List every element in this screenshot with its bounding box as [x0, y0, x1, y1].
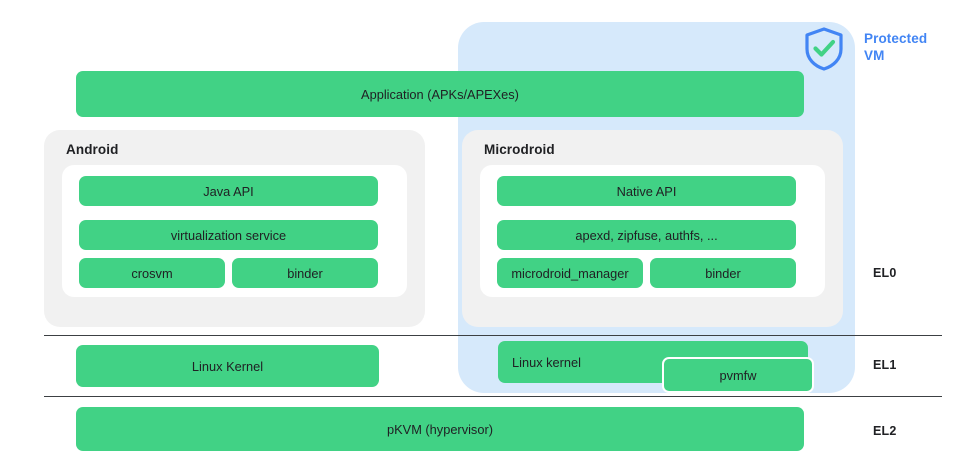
- microdroid-box-native-api: Native API: [497, 176, 796, 206]
- exception-level-label-el0: EL0: [873, 266, 897, 280]
- microdroid-panel-title: Microdroid: [484, 142, 555, 157]
- microdroid-box-apexd: apexd, zipfuse, authfs, ...: [497, 220, 796, 250]
- protected-vm-label-line2: VM: [864, 48, 885, 63]
- microdroid-box-binder: binder: [650, 258, 796, 288]
- el0-el1-divider: [44, 335, 942, 336]
- android-box-binder: binder: [232, 258, 378, 288]
- android-box-crosvm: crosvm: [79, 258, 225, 288]
- exception-level-label-el2: EL2: [873, 424, 897, 438]
- android-box-virtualization-service: virtualization service: [79, 220, 378, 250]
- android-box-java-api: Java API: [79, 176, 378, 206]
- android-linux-kernel-box: Linux Kernel: [76, 345, 379, 387]
- exception-level-label-el1: EL1: [873, 358, 897, 372]
- protected-vm-label-line1: Protected: [864, 31, 928, 46]
- hypervisor-box: pKVM (hypervisor): [76, 407, 804, 451]
- pvmfw-box: pvmfw: [662, 357, 814, 393]
- application-box: Application (APKs/APEXes): [76, 71, 804, 117]
- android-panel-title: Android: [66, 142, 119, 157]
- el1-el2-divider: [44, 396, 942, 397]
- shield-check-icon: [802, 26, 846, 72]
- microdroid-box-microdroid-manager: microdroid_manager: [497, 258, 643, 288]
